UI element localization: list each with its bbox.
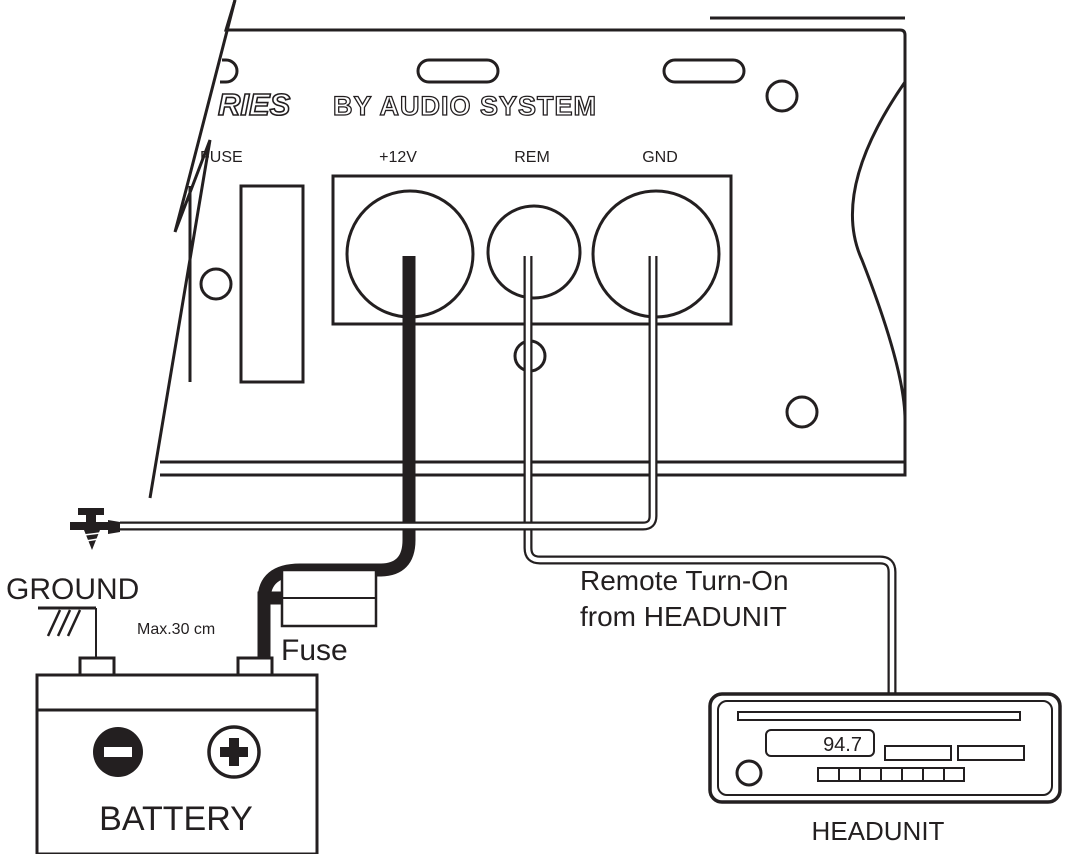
cd-slot [737,711,1021,721]
ground-wire [120,256,658,531]
max-length-label: Max.30 cm [137,621,215,638]
battery-label: BATTERY [99,800,253,838]
screw-hole [199,267,233,301]
headunit-button [957,745,1025,761]
amplifier-brand-fragment: RIES [218,87,291,122]
amplifier-break-edge [148,0,237,499]
battery-terminal-negative [78,656,116,678]
mounting-slot [416,58,500,84]
minus-icon [93,727,143,777]
battery-body [35,673,319,856]
terminal-label-gnd: GND [642,149,678,166]
amplifier-brand-subtitle: BY AUDIO SYSTEM [333,91,597,121]
mounting-slot [662,58,746,84]
screw-hole [765,79,799,113]
headunit-label: HEADUNIT [812,816,945,846]
headunit-display [765,729,875,757]
battery: BATTERY [35,656,319,856]
preset-buttons [817,767,965,782]
headunit-button [884,745,952,761]
amplifier-side-curve [851,81,907,421]
headunit: 94.7 HEADUNIT [708,692,1062,846]
inline-fuse [257,568,378,628]
terminal-label-rem: REM [514,149,550,166]
remote-wire-core [525,256,895,698]
fuse-holder [239,184,305,384]
headunit-display-text: 94.7 [823,734,862,756]
battery-terminal-positive [236,656,274,678]
mounting-slot [220,58,239,84]
terminal-label-12v: +12V [379,149,417,166]
ground-wire-core [118,256,656,529]
plus-icon [207,725,261,779]
amplifier-housing [160,0,907,477]
fuse-label: Fuse [281,634,348,667]
remote-label-line2: from HEADUNIT [580,601,787,632]
terminal-rem [486,204,582,300]
remote-label-line1: Remote Turn-On [580,565,789,596]
volume-knob-icon [735,759,763,787]
screw-hole [785,395,819,429]
ground-screw-icon [70,508,120,550]
ground-label: GROUND [6,573,139,606]
ground-symbol-icon [38,606,97,658]
fuse-holder-label: FUSE [200,149,243,166]
